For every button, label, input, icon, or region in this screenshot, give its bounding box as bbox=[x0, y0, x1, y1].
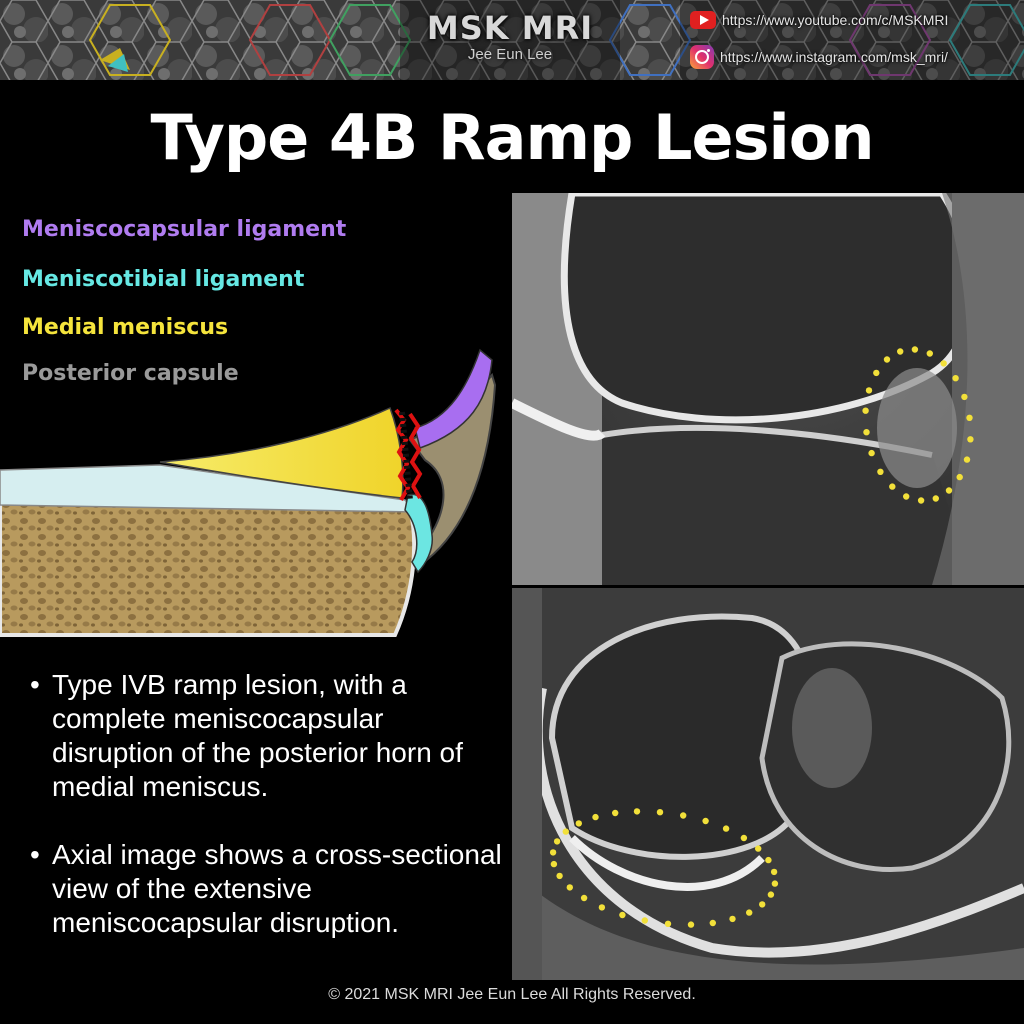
axial-mri-image bbox=[512, 588, 1024, 980]
annotation-dot bbox=[746, 909, 753, 916]
annotation-dot bbox=[945, 487, 953, 494]
annotation-dot bbox=[865, 387, 873, 394]
annotation-dot bbox=[771, 880, 779, 887]
annotation-dot bbox=[722, 825, 730, 832]
annotation-dot bbox=[767, 891, 775, 898]
annotation-dot bbox=[549, 849, 557, 856]
annotation-dot bbox=[956, 473, 963, 481]
annotation-dot bbox=[889, 483, 896, 490]
page-title: Type 4B Ramp Lesion bbox=[150, 101, 875, 174]
annotation-dot bbox=[556, 872, 563, 880]
annotation-dot bbox=[740, 834, 748, 842]
annotation-dot bbox=[664, 920, 672, 927]
instagram-icon bbox=[690, 45, 714, 69]
annotation-dot bbox=[619, 911, 626, 919]
instagram-url[interactable]: https://www.instagram.com/msk_mri/ bbox=[720, 49, 948, 65]
annotation-dot bbox=[656, 809, 664, 816]
annotation-dot bbox=[963, 456, 971, 463]
sagittal-lesion-outline bbox=[862, 346, 974, 504]
annotation-dot bbox=[575, 820, 582, 827]
annotation-dot bbox=[917, 497, 925, 504]
sagittal-mri-image bbox=[512, 193, 1024, 585]
bullet-list: • Type IVB ramp lesion, with a complete … bbox=[30, 668, 505, 974]
youtube-icon bbox=[690, 11, 716, 29]
instagram-link[interactable]: https://www.instagram.com/msk_mri/ bbox=[690, 45, 948, 69]
annotation-dot bbox=[967, 436, 974, 443]
annotation-dot bbox=[592, 813, 599, 821]
tear-edge-capsule bbox=[408, 412, 423, 500]
legend-meniscotibial: Meniscotibial ligament bbox=[22, 267, 305, 292]
legend-medial-meniscus: Medial meniscus bbox=[22, 315, 229, 340]
annotation-dot bbox=[966, 414, 973, 421]
annotation-dot bbox=[940, 360, 947, 367]
brand-title: MSK MRI bbox=[426, 9, 594, 47]
annotation-dot bbox=[952, 375, 959, 382]
annotation-dot bbox=[755, 845, 762, 852]
annotation-dot bbox=[868, 449, 875, 457]
ramp-lesion-diagram bbox=[0, 348, 497, 637]
brand-block: MSK MRI Jee Eun Lee bbox=[400, 10, 620, 64]
annotation-dot bbox=[598, 904, 606, 911]
annotation-dot bbox=[877, 468, 884, 475]
annotation-dot bbox=[932, 495, 939, 502]
meniscotibial-ligament bbox=[404, 493, 434, 574]
annotation-dot bbox=[770, 868, 778, 876]
copyright-footer: © 2021 MSK MRI Jee Eun Lee All Rights Re… bbox=[328, 986, 696, 1003]
annotation-dot bbox=[765, 856, 772, 864]
annotation-dot bbox=[883, 356, 891, 363]
bullet-text: Axial image shows a cross-sectional view… bbox=[52, 839, 502, 938]
bullet-item: • Axial image shows a cross-sectional vi… bbox=[30, 838, 505, 940]
annotation-dot bbox=[709, 919, 716, 927]
annotation-dot bbox=[702, 817, 709, 825]
tear-edge-meniscus bbox=[394, 408, 411, 502]
annotation-dot bbox=[903, 493, 910, 500]
annotation-dot bbox=[926, 350, 933, 357]
mri-mosaic-background bbox=[0, 0, 1024, 80]
annotation-dot bbox=[566, 884, 573, 891]
brand-author: Jee Eun Lee bbox=[467, 46, 553, 63]
annotation-dot bbox=[729, 915, 736, 923]
annotation-dot bbox=[862, 407, 869, 414]
annotation-dot bbox=[687, 921, 695, 928]
annotation-dot bbox=[550, 860, 558, 868]
annotation-dot bbox=[961, 393, 968, 401]
annotation-dot bbox=[680, 812, 687, 819]
annotation-dot bbox=[612, 809, 619, 817]
annotation-dot bbox=[562, 828, 569, 835]
youtube-link[interactable]: https://www.youtube.com/c/MSKMRI bbox=[690, 8, 948, 32]
annotation-dot bbox=[641, 917, 648, 924]
tibia-bone bbox=[0, 497, 417, 637]
annotation-dot bbox=[553, 838, 561, 845]
meniscocapsular-ligament bbox=[414, 348, 493, 449]
bullet-icon: • bbox=[30, 839, 40, 870]
annotation-dot bbox=[580, 894, 588, 902]
annotation-dot bbox=[759, 901, 766, 908]
bullet-icon: • bbox=[30, 669, 40, 700]
legend-posterior-capsule: Posterior capsule bbox=[22, 361, 239, 386]
annotation-dot bbox=[897, 348, 904, 355]
header-banner: MSK MRI Jee Eun Lee https://www.youtube.… bbox=[0, 0, 1024, 80]
youtube-url[interactable]: https://www.youtube.com/c/MSKMRI bbox=[722, 12, 949, 28]
annotation-dot bbox=[863, 429, 870, 436]
bullet-text: Type IVB ramp lesion, with a complete me… bbox=[52, 669, 463, 802]
legend-meniscocapsular: Meniscocapsular ligament bbox=[22, 217, 347, 242]
annotation-dot bbox=[911, 346, 919, 353]
annotation-dot bbox=[633, 808, 641, 815]
bullet-item: • Type IVB ramp lesion, with a complete … bbox=[30, 668, 505, 804]
axial-lesion-outline bbox=[549, 808, 779, 928]
annotation-dot bbox=[873, 369, 880, 377]
